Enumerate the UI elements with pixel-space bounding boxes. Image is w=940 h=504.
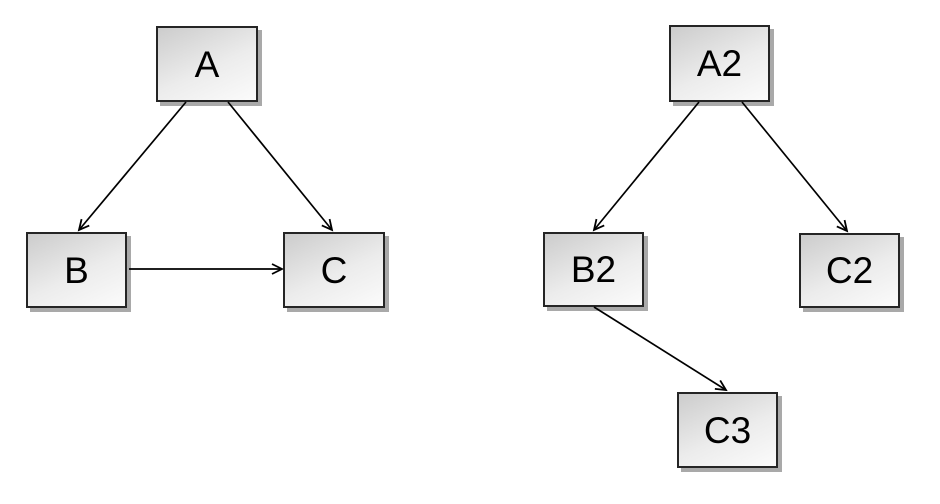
node-B2-label: B2	[570, 249, 617, 290]
node-C-label: C	[320, 249, 348, 291]
edge-A2-B2	[594, 101, 700, 230]
edge-A2-C2	[741, 101, 847, 231]
node-B[interactable]: B	[26, 232, 127, 308]
edge-B2-C3	[593, 306, 726, 390]
node-C2-label: C2	[825, 250, 874, 291]
node-C[interactable]: C	[283, 232, 385, 308]
edge-A-C	[227, 101, 332, 230]
node-C3-label: C3	[703, 409, 752, 451]
node-A2-label: A2	[696, 43, 743, 84]
node-A-label: A	[194, 43, 220, 85]
node-A2[interactable]: A2	[669, 25, 770, 102]
node-B-label: B	[64, 249, 89, 291]
edge-A-B	[79, 101, 187, 230]
node-B2[interactable]: B2	[543, 232, 644, 307]
node-C2[interactable]: C2	[799, 233, 900, 308]
node-A[interactable]: A	[156, 26, 258, 102]
node-C3[interactable]: C3	[677, 392, 778, 468]
